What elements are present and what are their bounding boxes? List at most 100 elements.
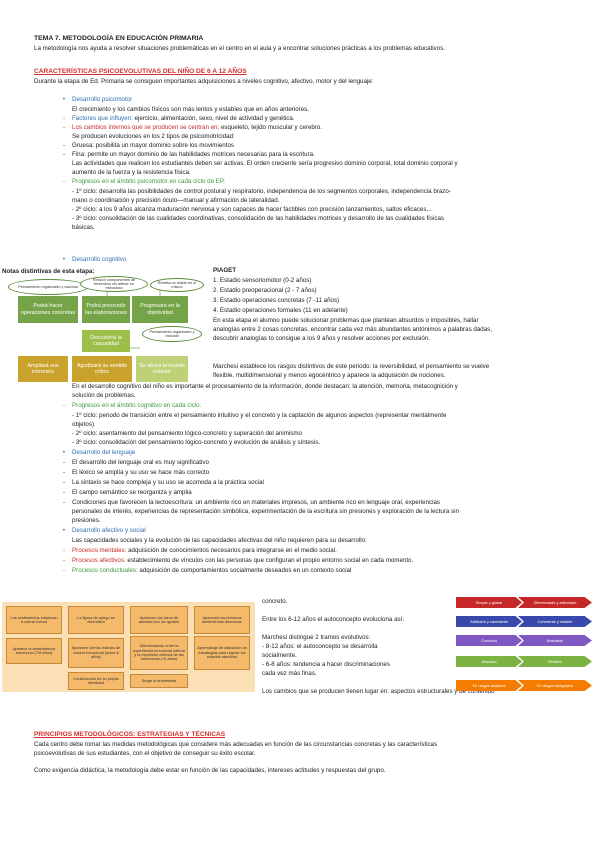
text-line: - 2º ciclo: a los 9 años alcanza madurac… (72, 206, 432, 213)
text-line: 4. Estadio operaciones formales (11 en a… (213, 307, 348, 314)
bullet-dash: - (62, 459, 66, 466)
mind-map-note: Reducir componentes de fenómeno sin alte… (80, 276, 148, 292)
text-line: psicoevolutivas de sus estudiantes, con … (34, 750, 256, 757)
text-line: La sintaxis se hace compleja y su uso se… (72, 479, 264, 486)
text-line: - 1º ciclo: periodo de transición entre … (72, 412, 447, 419)
text-line: socialmente. (262, 652, 297, 659)
section-heading-characteristics: CARACTERÍSTICAS PSICOEVOLUTIVAS DEL NIÑO… (34, 68, 247, 75)
text-line: objetos) (72, 421, 95, 428)
emotional-box: Aparecen ciertos indicios de control emo… (68, 638, 124, 668)
bullet-dash: - (62, 479, 66, 486)
text-line: cada vez más finas. (262, 670, 317, 677)
chevron-right: En rasgos integrados (518, 680, 592, 691)
lenguaje-heading: Desarrollo del lenguaje (72, 449, 136, 456)
mind-map-box: Podrá hacer operaciones concretas (18, 296, 78, 323)
text-line: Cada centro debe tomar las medidas metod… (34, 741, 438, 748)
emotional-box: Construcción de su propia identidad (68, 672, 124, 690)
chevron-left: Arbitrario y cambiante (456, 616, 522, 627)
bullet-dot: • (62, 449, 66, 456)
text-line: Se producen evoluciones en los 2 tipos d… (72, 133, 235, 140)
bullet-dash: - (62, 178, 66, 185)
text-line: En esta etapa el alumno puede solucionar… (213, 317, 479, 324)
text-line: Condiciones que favorecen la lectoescrit… (72, 499, 441, 506)
text-line: El léxico se amplía y su uso se hace más… (72, 469, 210, 476)
emotional-box: Aparece la ambivalencia emocional (7/8 a… (6, 638, 62, 664)
mind-map-note: Pensamiento organizado y racional (8, 279, 88, 295)
mind-map-box: Ampliará sus intereses (18, 356, 68, 382)
text-line: - 1º ciclo: desarrolla las posibilidades… (72, 188, 451, 195)
chevron-left: Concreto (456, 635, 522, 646)
text-line: Como exigencia didáctica, la metodología… (34, 767, 386, 774)
text-line: Progresos en el ámbito psicomotor en cad… (72, 178, 226, 185)
mind-map-box: Podrá prescindir las elaboraciones (82, 296, 130, 323)
text-line: Procesos conductuales: adquisición de co… (72, 567, 352, 574)
text-line: El campo semántico se reorganiza y ampli… (72, 489, 192, 496)
bullet-dash: - (62, 142, 66, 149)
text-line: - 8-12 años: el autoconcepto se desarrol… (262, 643, 378, 650)
bullet-dash: - (62, 489, 66, 496)
text-line: En el desarrollo cognitivo del niño es i… (72, 383, 458, 390)
chevron-left: Absoluto (456, 656, 522, 667)
emotional-box: Los sentimientos empiezan a cobrar fuerz… (6, 606, 62, 634)
text-line: Marchesi establece los rasgos distintivo… (213, 363, 490, 370)
text-line: Entre los 6-12 años el autoconcepto evol… (262, 616, 405, 623)
text-line: Factores que influyen: ejercicio, alimen… (72, 115, 295, 122)
section-heading-principles: PRINCIPIOS METODOLÓGICOS: ESTRATEGIAS Y … (34, 731, 226, 738)
bullet-dash: - (62, 469, 66, 476)
emotional-box: Aparecen los lazos de amistad con los ig… (130, 606, 188, 634)
cognitivo-heading: Desarrollo cognitivo (72, 256, 127, 263)
text-line: - 3º ciclo: consolidación del pensamient… (72, 439, 321, 446)
text-line: Procesos afectivos: establecimiento de v… (72, 557, 414, 564)
text-line: presiones. (72, 517, 101, 524)
text-line: Procesos mentales: adquisición de conoci… (72, 547, 337, 554)
text-line: Marchesi distingue 2 tramos evolutivos: (262, 634, 371, 641)
page-title: TEMA 7. METODOLOGÍA EN EDUCACIÓN PRIMARI… (34, 35, 204, 42)
text-line: Los cambios que se producen tienen lugar… (262, 688, 495, 695)
psicomotor-heading: Desarrollo psicomotor (72, 96, 133, 103)
text-line: solución de problemas. (72, 392, 136, 399)
text-line: - 6-8 años: tendencia a hacer discrimina… (262, 661, 390, 668)
emotional-box: Surge la autoestima (130, 674, 188, 688)
text-line: 1. Estadio sensoriomotor (0-2 años) (213, 277, 312, 284)
text-line: Gruesa: posibilita un mayor dominio sobr… (72, 142, 234, 149)
text-line: 3. Estadio operaciones concretas (7 -11 … (213, 297, 340, 304)
text-line: Fina: permite un mayor dominio de las ha… (72, 151, 315, 158)
bullet-dash: - (62, 499, 66, 506)
text-line: Los cambios internos que se producen se … (72, 124, 323, 131)
bullet-dot: • (62, 256, 66, 263)
emotional-box: La figura de apego se diversifica (68, 606, 124, 634)
text-line: personales de interés, experiencias de r… (72, 508, 459, 515)
text-line: aumento de la fuerza y la resistencia fí… (72, 169, 191, 176)
emotional-box: Aparecen los primeros sentimientos amoro… (194, 606, 250, 634)
text-line: - 2º ciclo: asentamiento del pensamiento… (72, 430, 302, 437)
chevron-right: Diferenciado y articulado (518, 597, 592, 608)
mind-map-box: Agudizará su sentido crítico (72, 356, 132, 382)
bullet-dash: - (62, 557, 66, 564)
bullet-dash: - (62, 115, 66, 122)
text-line: Las actividades que realicen los estudia… (72, 160, 458, 167)
text-line: 2. Estadio preoperacional (2 - 7 años) (213, 287, 317, 294)
mind-map-note: Pensamiento organizado y racional (142, 326, 202, 342)
emotional-box: Diferenciación entre la experiencia emoc… (130, 636, 188, 670)
bullet-dash: - (62, 402, 66, 409)
chevron-right: Abstracto (518, 635, 592, 646)
emotional-box: Aprendizaje de utilización de estrategia… (194, 636, 250, 670)
mind-map-box: Descubrirá la casualidad (82, 330, 130, 352)
chevron-right: Coherente y estable (518, 616, 592, 627)
text-line: descubrir analogías to consigue a los 9 … (213, 335, 431, 342)
bullet-dot: • (62, 527, 66, 534)
chevron-right: Relativo (518, 656, 592, 667)
chevron-left: Simple y global (456, 597, 522, 608)
bullet-dash: - (62, 151, 66, 158)
mind-map-note: Relativo al objeto en sí mismo (150, 278, 204, 292)
text-line: flexible, multidimensional y menos egocé… (213, 372, 446, 379)
bullet-dash: - (62, 567, 66, 574)
text-line: mano o coordinación y precisión óculo—ma… (72, 197, 280, 204)
text-line: El desarrollo del lenguaje oral es muy s… (72, 459, 209, 466)
section-lead: Durante la etapa de Ed. Primaria se cons… (34, 78, 374, 85)
mind-map-box: Se abrirá al mundo exterior (136, 356, 188, 382)
text-line: El crecimiento y los cambios físicos son… (72, 106, 309, 113)
text-line: concreto. (262, 598, 288, 605)
text-line: analogías entre 2 cosas concretas, encon… (213, 326, 492, 333)
afectivo-heading: Desarrollo afectivo y social (72, 527, 146, 534)
